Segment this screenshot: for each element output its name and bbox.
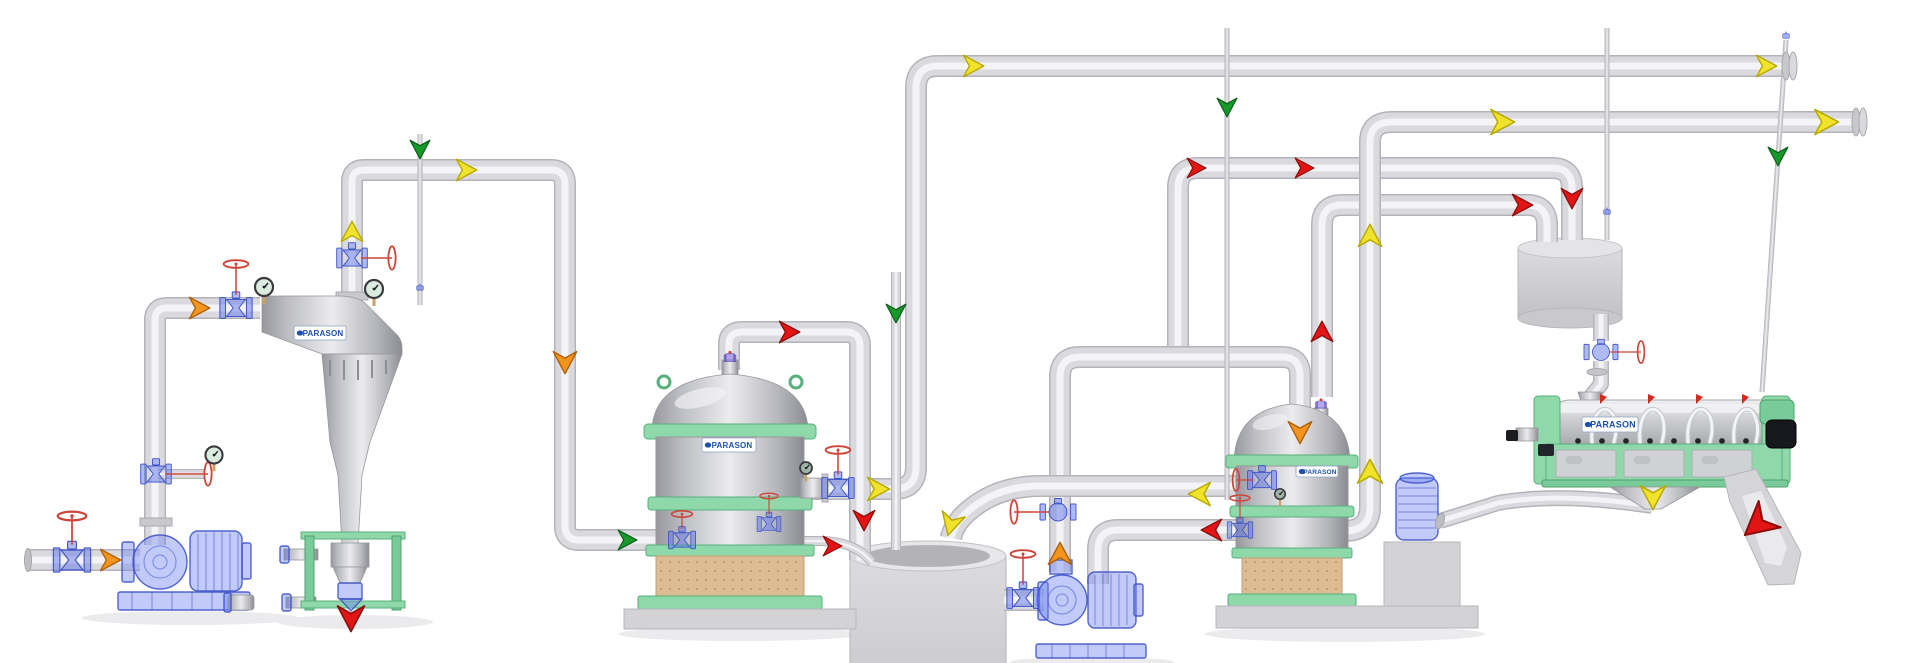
flow-arrow-green-icon	[1216, 97, 1238, 118]
chest-pump	[1035, 559, 1147, 659]
flow-arrows	[99, 54, 1840, 633]
flow-arrow-yellow-icon	[962, 54, 985, 78]
high-density-cleaner	[223, 291, 406, 613]
flow-arrow-red-icon	[1186, 157, 1207, 179]
spray-line-separator	[1759, 39, 1789, 393]
pump2-discharge-valve-icon	[1009, 498, 1077, 525]
flow-arrow-red-icon	[336, 605, 366, 633]
screen1-accept-valve-icon	[821, 445, 855, 499]
spray-valve-icon	[1782, 31, 1790, 39]
flow-arrow-yellow-icon	[1490, 108, 1516, 136]
flow-arrow-red-icon	[822, 535, 843, 557]
flow-arrow-orange-icon	[1287, 420, 1313, 445]
flow-arrow-green-icon	[1767, 146, 1789, 167]
pipe-screen1-accept-header	[804, 55, 1786, 500]
pipe-end-fittings	[1434, 51, 1868, 530]
pressure-screen-2-nameplate: PARASON	[1295, 465, 1339, 478]
flow-arrow-yellow-icon	[1755, 54, 1778, 78]
flow-arrow-red-icon	[1310, 320, 1334, 343]
flow-arrow-yellow-icon	[1814, 108, 1840, 136]
screen2-return-valve-icon	[1231, 465, 1277, 492]
flow-arrow-orange-icon	[552, 350, 578, 375]
pressure-screen-primary	[623, 359, 857, 630]
screen1-accept-gauge-icon	[799, 461, 813, 482]
flow-arrow-yellow-icon	[455, 158, 478, 182]
gauges	[204, 276, 1287, 506]
headbox-outlet-valve-icon	[1583, 338, 1646, 364]
cleaner-inlet-gauge-icon	[253, 276, 275, 304]
screen1-drain-valve-icon	[756, 492, 782, 533]
flow-arrow-red-icon	[778, 320, 801, 344]
flow-arrow-green-icon	[617, 529, 638, 551]
pipe-screen2-top-reject	[1311, 194, 1558, 397]
flow-arrow-yellow-icon	[340, 220, 364, 243]
pressure-screen-1-nameplate: PARASON	[701, 437, 757, 453]
flow-arrow-yellow-icon	[1639, 485, 1667, 511]
turbo-separator-nameplate: PARASON	[1581, 416, 1639, 433]
dilution-valve-1-icon	[416, 283, 424, 291]
feed-pump	[24, 517, 252, 611]
pipe-pump2-discharge	[1049, 346, 1311, 572]
screen1-vent-valve-icon	[723, 350, 737, 362]
flow-arrow-red-icon	[1743, 500, 1782, 537]
flow-arrow-red-icon	[1200, 518, 1223, 542]
flow-arrow-red-icon	[852, 509, 876, 532]
screen2-gauge-icon	[1273, 487, 1287, 506]
separator-valve-tags	[1600, 394, 1749, 404]
pipe-screen2-drain	[1087, 519, 1256, 584]
parason-logo-text: PARASON	[712, 441, 753, 450]
pipe-screen1-drain	[768, 536, 876, 566]
screen2-vent-valve-icon	[1315, 398, 1327, 409]
pressure-screen-secondary	[1215, 403, 1479, 629]
collection-chest	[849, 540, 1007, 663]
cleaner-accept-gauge-icon	[363, 278, 385, 306]
cleaner-accept-valve-icon	[336, 242, 397, 271]
brand-nameplates: PARASON PARASON PARASON PARASON	[293, 325, 1639, 478]
flow-arrow-yellow-icon	[1357, 223, 1383, 248]
parason-logo-text: PARASON	[303, 329, 344, 338]
suction-gate-valve-icon	[52, 510, 92, 573]
parason-logo-text: PARASON	[1303, 469, 1337, 476]
dilution-valve-2-icon	[1603, 207, 1611, 215]
flow-arrow-orange-icon	[1047, 541, 1073, 566]
flow-arrow-orange-icon	[99, 548, 122, 572]
turbo-separator	[1506, 391, 1802, 586]
flow-arrow-orange-icon	[188, 296, 211, 320]
pump1-discharge-valve-icon	[140, 458, 213, 487]
flow-arrow-green-icon	[885, 303, 907, 324]
flow-arrow-yellow-icon	[1187, 481, 1212, 507]
hd-cleaner-nameplate: PARASON	[293, 325, 347, 341]
parason-logo-text: PARASON	[1590, 420, 1636, 430]
flow-arrow-green-icon	[409, 139, 431, 160]
screen1-inlet-valve-icon	[667, 509, 697, 550]
pipe-pump1-discharge	[144, 297, 260, 545]
flow-arrow-red-icon	[1560, 187, 1584, 210]
pump1-discharge-gauge-icon	[204, 445, 224, 472]
flow-arrow-yellow-icon	[941, 510, 966, 537]
flow-arrow-yellow-icon	[866, 476, 891, 502]
valves	[52, 31, 1790, 609]
pipe-separator-accept	[1437, 490, 1654, 529]
flow-arrow-red-icon	[1511, 193, 1534, 217]
flow-arrow-yellow-icon	[1356, 458, 1384, 484]
screen2-drain-valve-icon	[1226, 494, 1254, 539]
pump2-suction-valve-icon	[1006, 549, 1040, 609]
cleaner-inlet-valve-icon	[219, 259, 253, 319]
flow-arrow-red-icon	[1294, 157, 1315, 179]
pipe-screen2-accept-header	[1343, 111, 1856, 542]
pipe-cleaner-accept	[341, 159, 678, 551]
